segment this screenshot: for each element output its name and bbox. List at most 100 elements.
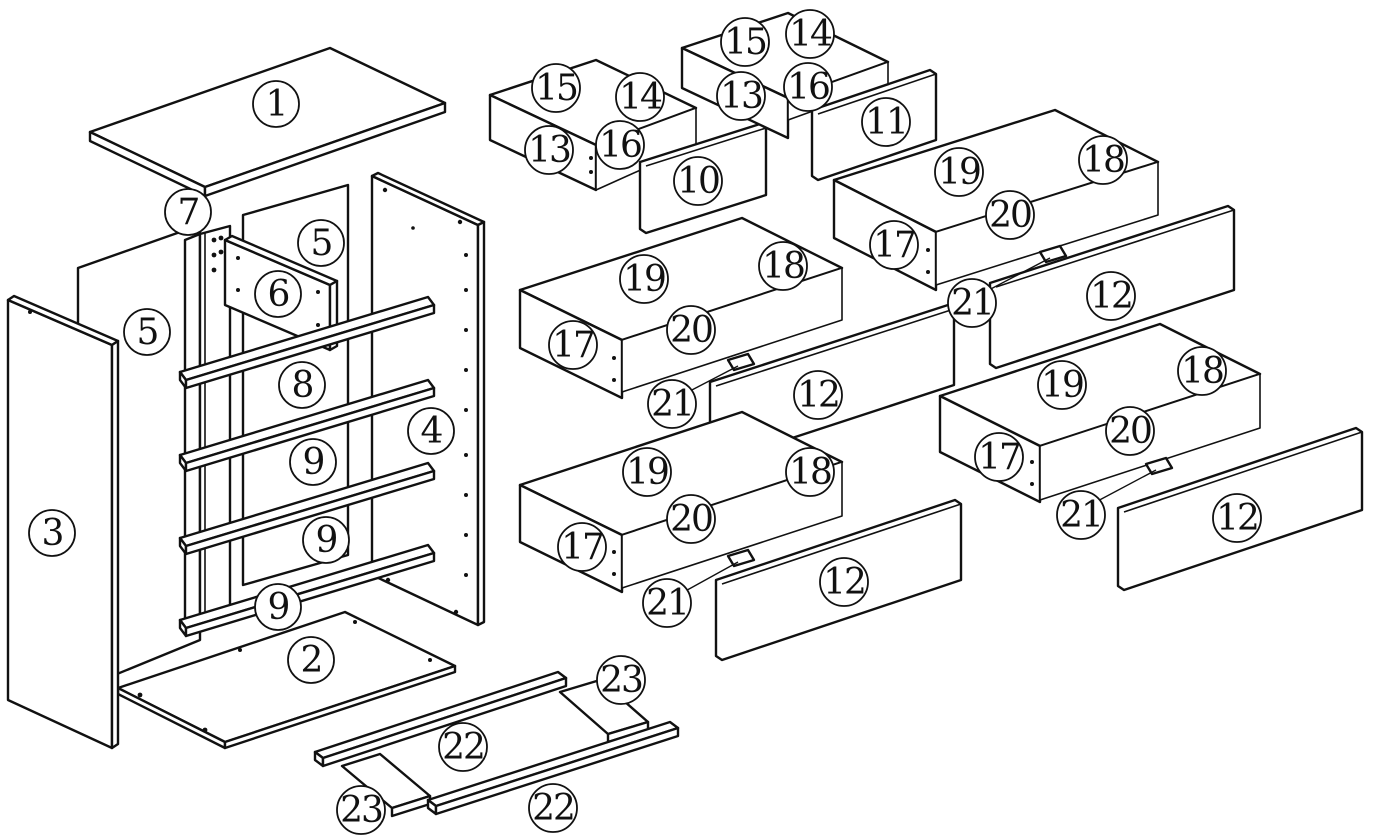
callout-circle — [619, 254, 669, 304]
callout-17a: 17 — [869, 220, 919, 270]
callout-circle — [254, 270, 302, 318]
callout-number: 14 — [789, 14, 832, 55]
callout-number: 19 — [1041, 365, 1083, 406]
callout-circle — [666, 494, 716, 544]
callout-number: 21 — [646, 583, 688, 624]
callout-number: 20 — [670, 310, 712, 351]
callout-circle — [1212, 493, 1262, 543]
callout-12c: 12 — [1212, 493, 1262, 543]
callout-10: 10 — [673, 156, 723, 206]
callout-circle — [297, 219, 345, 267]
callout-12b: 12 — [793, 370, 843, 420]
leader-lines — [679, 257, 1157, 595]
callout-number: 19 — [626, 452, 668, 493]
callout-number: 14 — [619, 77, 662, 118]
callout-circle — [985, 190, 1035, 240]
callout-circle — [716, 71, 766, 121]
callout-number: 20 — [670, 499, 712, 540]
callout-circle — [947, 278, 997, 328]
callout-number: 15 — [724, 22, 766, 63]
callout-number: 19 — [938, 152, 980, 193]
callout-number: 18 — [1181, 351, 1223, 392]
callout-number: 17 — [552, 325, 594, 366]
callout-2: 2 — [287, 636, 335, 684]
callout-circle — [123, 308, 171, 356]
callout-circle — [1056, 490, 1106, 540]
callout-number: 17 — [873, 225, 915, 266]
callout-number: 7 — [178, 192, 199, 233]
callout-circle — [596, 655, 646, 705]
callout-circle — [861, 97, 911, 147]
callout-number: 2 — [301, 640, 322, 681]
plinth-rail-22-front — [426, 720, 680, 816]
callout-number: 3 — [42, 513, 63, 554]
callout-number: 21 — [951, 283, 993, 324]
callout-20d: 20 — [666, 494, 716, 544]
callout-16b: 16 — [783, 62, 833, 112]
callout-number: 23 — [600, 660, 642, 701]
callout-circle — [407, 407, 455, 455]
bottom-panel — [116, 610, 457, 750]
right-side-panel — [370, 171, 486, 627]
rail-8 — [178, 295, 436, 390]
callout-number: 22 — [532, 788, 574, 829]
callout-19c: 19 — [1037, 360, 1087, 410]
callout-21a: 21 — [947, 278, 997, 328]
callout-number: 9 — [268, 587, 289, 628]
callout-23a: 23 — [596, 655, 646, 705]
callout-17d: 17 — [557, 522, 607, 572]
callout-18d: 18 — [785, 447, 835, 497]
callout-circle — [647, 379, 697, 429]
callout-circle — [528, 783, 578, 833]
callout-22a: 22 — [438, 722, 488, 772]
callout-circle — [302, 516, 350, 564]
callout-20c: 20 — [1105, 406, 1155, 456]
callout-circle — [974, 432, 1024, 482]
large-drawer-mid-left — [518, 216, 844, 400]
callout-17c: 17 — [974, 432, 1024, 482]
callout-circle — [254, 583, 302, 631]
front-stile — [183, 224, 232, 636]
callout-9c: 9 — [254, 583, 302, 631]
callout-number: 12 — [823, 562, 865, 603]
callout-layer: 1234556789991011121212121313141415151616… — [28, 9, 1262, 835]
callout-number: 16 — [599, 125, 641, 166]
callout-circle — [622, 447, 672, 497]
rail-9-middle — [178, 461, 436, 556]
callout-number: 13 — [720, 76, 762, 117]
callout-number: 12 — [1216, 498, 1258, 539]
callout-circle — [164, 188, 212, 236]
callout-20a: 20 — [985, 190, 1035, 240]
callout-15a: 15 — [531, 63, 581, 113]
callout-circle — [1086, 271, 1136, 321]
callout-number: 8 — [292, 365, 313, 406]
callout-number: 6 — [268, 274, 289, 315]
callout-circle — [793, 370, 843, 420]
callout-circle — [438, 722, 488, 772]
callout-12d: 12 — [819, 557, 869, 607]
callout-18c: 18 — [1177, 346, 1227, 396]
callout-number: 10 — [677, 161, 719, 202]
callout-circle — [595, 120, 645, 170]
callout-19b: 19 — [619, 254, 669, 304]
callout-number: 9 — [316, 520, 337, 561]
callout-number: 16 — [787, 67, 829, 108]
callout-15b: 15 — [720, 17, 770, 67]
callout-11: 11 — [861, 97, 911, 147]
callout-circle — [785, 9, 835, 59]
callout-number: 18 — [762, 246, 804, 287]
callout-number: 1 — [266, 84, 287, 125]
callout-14b: 14 — [785, 9, 835, 59]
callout-number: 4 — [421, 411, 443, 452]
callout-circle — [548, 320, 598, 370]
callout-number: 5 — [137, 312, 158, 353]
callout-8: 8 — [278, 361, 326, 409]
callout-circle — [869, 220, 919, 270]
callout-circle — [819, 557, 869, 607]
callout-circle — [278, 361, 326, 409]
callout-circle — [785, 447, 835, 497]
callout-number: 9 — [303, 442, 324, 483]
callout-21d: 21 — [642, 578, 692, 628]
callout-3: 3 — [28, 509, 76, 557]
